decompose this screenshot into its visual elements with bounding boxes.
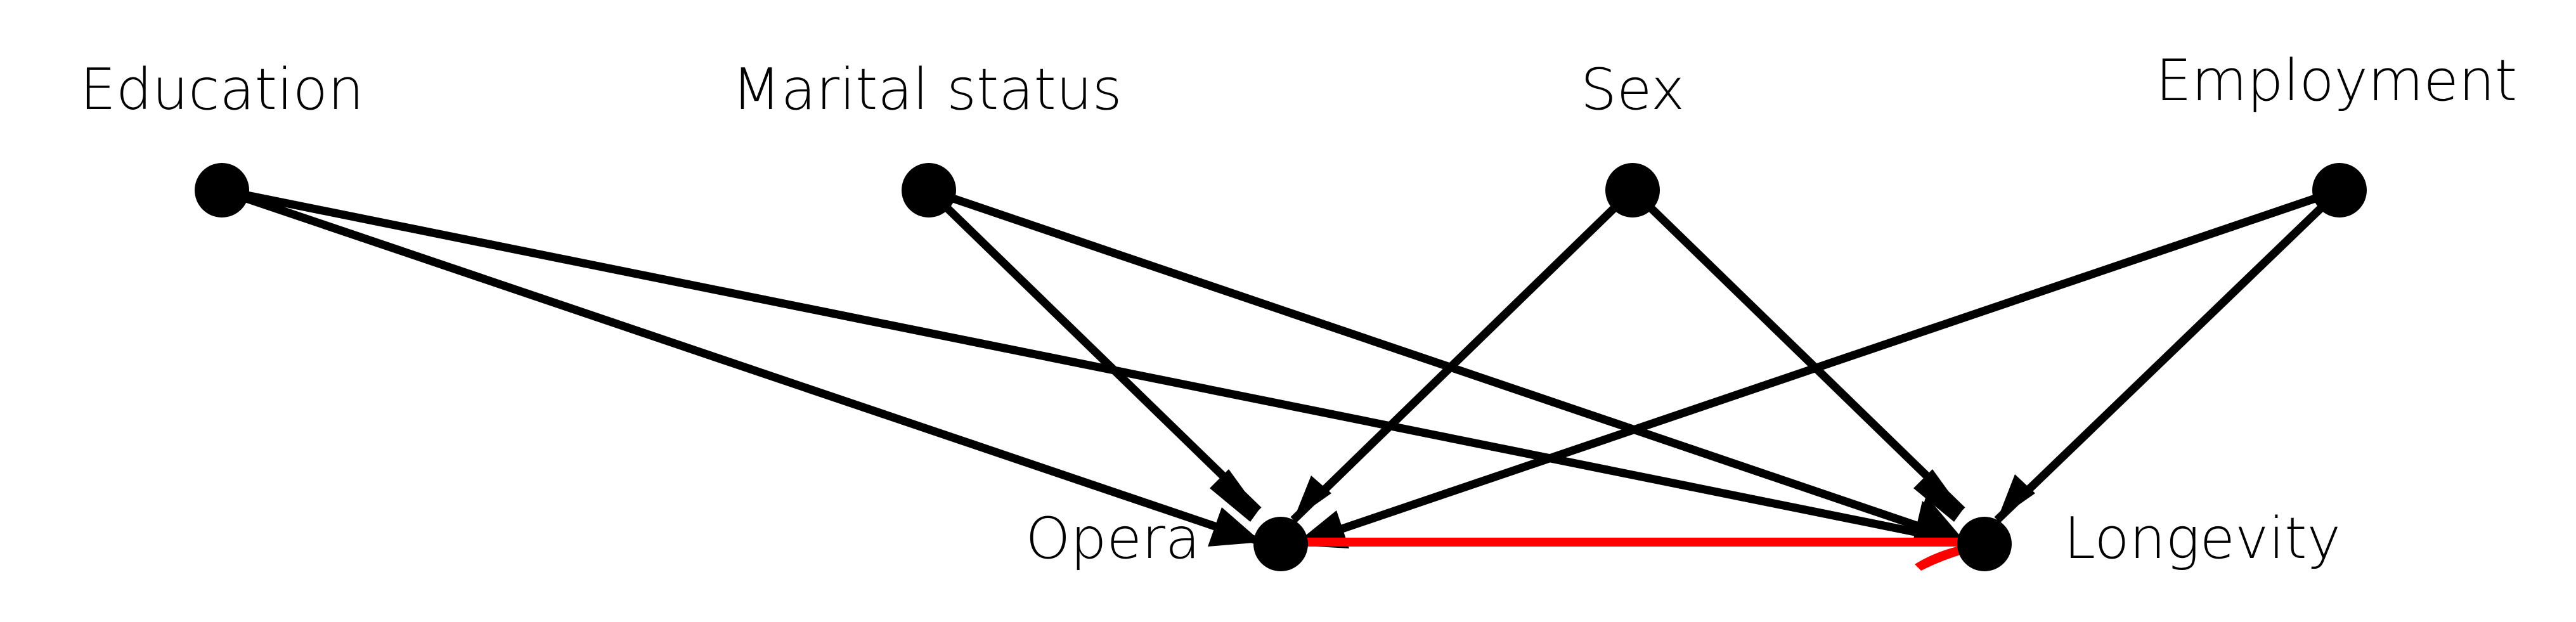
- node-marital-status: [902, 163, 956, 217]
- label-sex: Sex: [1581, 56, 1685, 123]
- labels-group: Education Marital status Sex Employment …: [80, 48, 2517, 572]
- node-longevity: [1957, 517, 2012, 571]
- edge-education-longevity: [221, 186, 1967, 547]
- nodes-group: [195, 163, 2367, 571]
- edge-marital-opera: [926, 187, 1262, 514]
- arrowhead-marital-opera: [1210, 469, 1259, 522]
- arrowhead-marital-longevity: [1913, 496, 1965, 542]
- edge-sex-longevity: [1629, 187, 1965, 514]
- edges-group: [220, 186, 2343, 571]
- edge-employment-opera: [1291, 186, 2341, 550]
- arrowhead-sex-longevity: [1913, 469, 1962, 522]
- node-employment: [2312, 163, 2367, 217]
- arrowhead-sex-opera: [1293, 476, 1331, 520]
- edge-employment-longevity: [1994, 187, 2343, 523]
- edge-sex-opera: [1290, 187, 1636, 523]
- label-education: Education: [80, 56, 364, 123]
- label-opera: Opera: [1026, 505, 1201, 572]
- label-longevity: Longevity: [2064, 505, 2341, 572]
- label-marital-status: Marital status: [732, 56, 1122, 123]
- edge-education-opera: [220, 186, 1264, 547]
- node-education: [195, 163, 249, 217]
- arrowhead-employment-longevity: [1997, 474, 2035, 520]
- node-opera: [1253, 517, 1308, 571]
- arrowhead-education-opera: [1208, 507, 1262, 547]
- node-sex: [1605, 163, 1660, 217]
- label-employment: Employment: [2156, 48, 2517, 114]
